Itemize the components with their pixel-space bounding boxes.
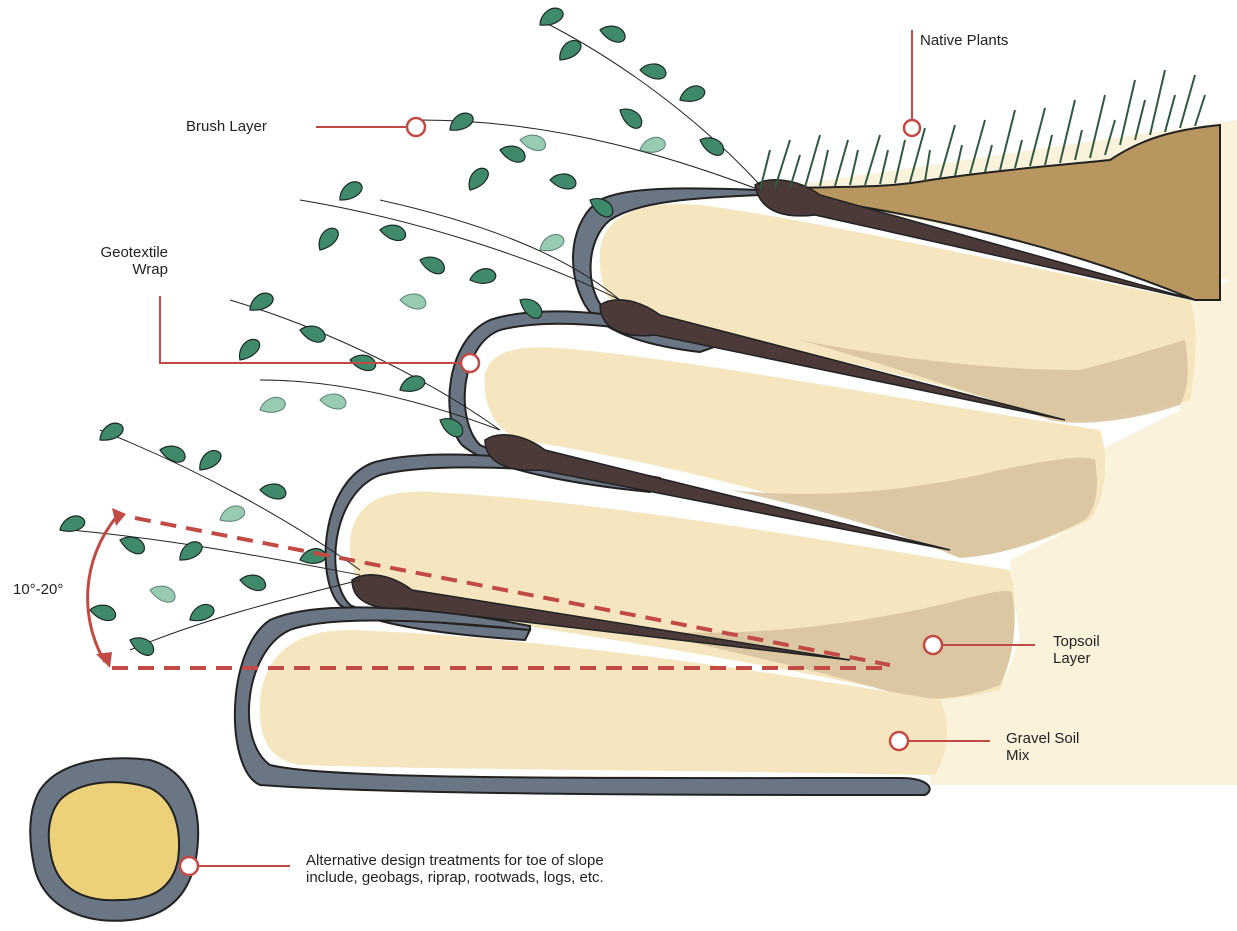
callout-alternative-treatment <box>180 857 290 875</box>
label-geotextile-wrap: Geotextile Wrap <box>88 244 168 278</box>
callout-marker-icon <box>407 118 425 136</box>
callout-marker-icon <box>904 120 920 136</box>
callout-brush-layer <box>316 118 425 136</box>
label-topsoil-layer: Topsoil Layer <box>1053 633 1100 667</box>
callout-native-plants <box>904 30 920 136</box>
toe-treatment <box>30 758 198 920</box>
callout-marker-icon <box>461 354 479 372</box>
label-gravel-soil-mix: Gravel Soil Mix <box>1006 730 1079 764</box>
label-brush-layer: Brush Layer <box>186 118 267 135</box>
callout-marker-icon <box>180 857 198 875</box>
label-angle: 10°-20° <box>13 581 63 598</box>
callout-marker-icon <box>890 732 908 750</box>
label-alternative-treatment: Alternative design treatments for toe of… <box>306 852 604 886</box>
callout-marker-icon <box>924 636 942 654</box>
label-native-plants: Native Plants <box>920 32 1008 49</box>
